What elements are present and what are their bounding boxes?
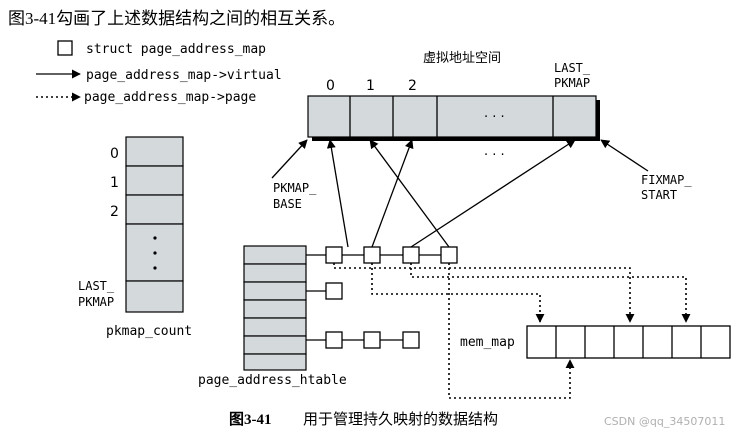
virtual-space-title: 虚拟地址空间 bbox=[423, 51, 501, 66]
page-address-htable: page_address_htable bbox=[198, 245, 347, 388]
watermark: CSDN @qq_34507011 bbox=[604, 415, 725, 428]
map-node-6 bbox=[325, 331, 343, 349]
map-node-8 bbox=[402, 331, 420, 349]
map-node-4 bbox=[440, 246, 458, 264]
virtual-last-label-1: LAST_ bbox=[554, 61, 591, 75]
virtual-last-label-2: PKMAP bbox=[554, 76, 590, 90]
virtual-address-space: 虚拟地址空间 0 1 2 LAST_ PKMAP · · · · · · bbox=[307, 51, 600, 163]
virtual-ellipsis-bottom: · · · bbox=[484, 148, 505, 163]
virtual-label-1: 1 bbox=[366, 78, 375, 94]
page-arrow-2 bbox=[371, 263, 545, 323]
page-arrow-1 bbox=[333, 263, 635, 323]
htable-name: page_address_htable bbox=[198, 373, 347, 388]
pkmap-base-label-2: BASE bbox=[273, 197, 302, 211]
mem-map-name: mem_map bbox=[460, 335, 515, 350]
pkmap-count-last-2: PKMAP bbox=[78, 295, 114, 309]
map-node-2 bbox=[363, 246, 381, 264]
virtual-arrow-3 bbox=[410, 139, 576, 248]
map-node-1 bbox=[325, 246, 343, 264]
pkmap-count-label-1: 1 bbox=[110, 175, 119, 191]
fixmap-start-label-1: FIXMAP_ bbox=[641, 173, 692, 187]
caption-text: 用于管理持久映射的数据结构 bbox=[303, 411, 498, 428]
virtual-space-bar bbox=[307, 95, 597, 138]
map-node-3 bbox=[402, 246, 420, 264]
pkmap-count-label-0: 0 bbox=[110, 146, 119, 162]
pkmap-count-last-1: LAST_ bbox=[78, 279, 115, 293]
header-text: 图3-41勾画了上述数据结构之间的相互关系。 bbox=[8, 9, 345, 28]
legend: struct page_address_map page_address_map… bbox=[36, 40, 282, 105]
map-node-7 bbox=[363, 331, 381, 349]
legend-struct-label: struct page_address_map bbox=[86, 42, 266, 57]
mem-map-array: mem_map bbox=[460, 325, 731, 359]
legend-struct-symbol bbox=[57, 40, 73, 56]
virtual-arrow-1 bbox=[326, 139, 349, 248]
virtual-arrow-2 bbox=[371, 139, 414, 248]
pkmap-base-label-1: PKMAP_ bbox=[273, 181, 317, 195]
pkmap-count-label-2: 2 bbox=[110, 204, 119, 220]
virtual-arrow-4 bbox=[369, 139, 450, 248]
fixmap-start-label-2: START bbox=[641, 188, 677, 202]
page-arrow-3 bbox=[410, 263, 691, 323]
legend-page-label: page_address_map->page bbox=[84, 90, 256, 105]
legend-virtual-label: page_address_map->virtual bbox=[86, 68, 282, 83]
virtual-ellipsis-top: · · · bbox=[484, 110, 505, 125]
page-arrow-4 bbox=[448, 263, 575, 399]
map-node-5 bbox=[325, 282, 343, 300]
fixmap-start-arrow bbox=[600, 139, 649, 172]
pkmap-count-array: 0 1 2 LAST_ PKMAP pkmap_count bbox=[78, 136, 192, 339]
virtual-label-2: 2 bbox=[408, 78, 417, 94]
virtual-label-0: 0 bbox=[326, 78, 335, 94]
pkmap-count-name: pkmap_count bbox=[106, 324, 192, 339]
pkmap-base-arrow bbox=[271, 139, 308, 179]
caption-figure-no: 图3-41 bbox=[229, 411, 272, 428]
